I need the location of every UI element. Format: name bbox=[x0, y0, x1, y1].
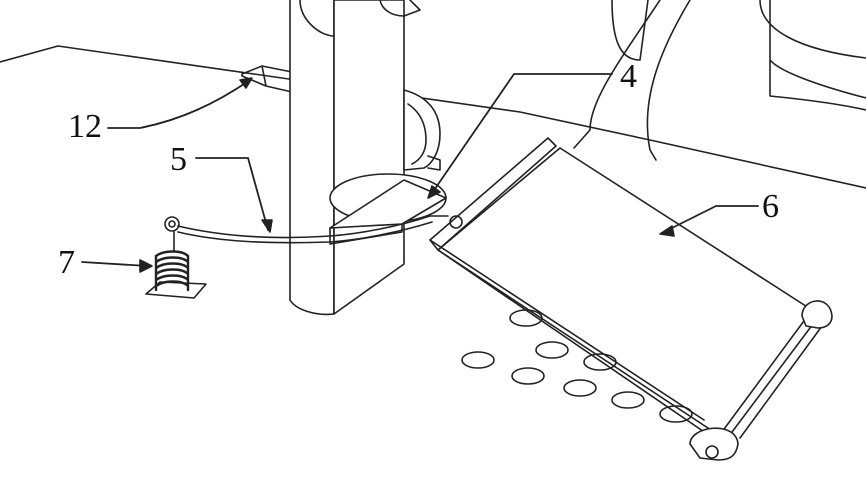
spring-hook bbox=[164, 216, 180, 232]
floor-plate-edge bbox=[0, 45, 866, 189]
right-housing-curve bbox=[759, 0, 866, 59]
column-body bbox=[289, 0, 335, 316]
label-4: 4 bbox=[620, 58, 637, 95]
label-5: 5 bbox=[170, 141, 187, 178]
leader-5-arrow bbox=[261, 219, 273, 233]
leader-7 bbox=[81, 261, 149, 267]
leader-4 bbox=[429, 73, 613, 197]
leader-4-arrow bbox=[427, 185, 441, 199]
ramp-wheel bbox=[705, 445, 719, 459]
cable-5-b bbox=[177, 221, 433, 244]
column-head bbox=[379, 0, 421, 17]
cam-housing bbox=[403, 89, 441, 171]
label-6: 6 bbox=[762, 188, 779, 225]
cable-5 bbox=[177, 215, 449, 239]
ramp-left-rail bbox=[429, 239, 715, 433]
ramp-end-cap-right bbox=[801, 300, 833, 329]
ramp-end-cap-left bbox=[689, 427, 739, 461]
column-front bbox=[333, 0, 405, 315]
column-top-curve bbox=[299, 0, 335, 37]
leader-6 bbox=[663, 205, 759, 233]
leader-12-arrow bbox=[239, 77, 253, 89]
spring-hook-inner bbox=[168, 220, 176, 228]
leader-6-arrow bbox=[659, 225, 675, 237]
ramp-right-rail bbox=[731, 319, 823, 439]
label-12: 12 bbox=[68, 108, 102, 145]
disc-wedge bbox=[329, 179, 447, 229]
right-housing bbox=[769, 0, 866, 111]
leader-12 bbox=[107, 79, 251, 129]
right-arm bbox=[573, 0, 691, 161]
label-7: 7 bbox=[58, 244, 75, 281]
leader-7-arrow bbox=[139, 259, 153, 273]
right-curved-fixture bbox=[611, 0, 649, 61]
spring-coils bbox=[154, 250, 190, 292]
ramp-hinge bbox=[449, 215, 463, 229]
floor-holes bbox=[461, 309, 693, 423]
cam-inner bbox=[407, 103, 427, 165]
leader-5 bbox=[195, 157, 269, 231]
cam-nub bbox=[427, 155, 441, 171]
